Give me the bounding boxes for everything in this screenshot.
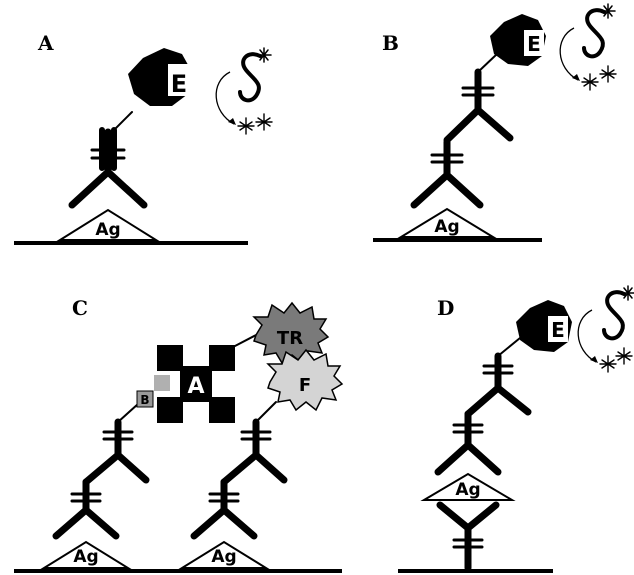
- texas-red-marker: [252, 301, 330, 365]
- primary-antibody: [410, 138, 484, 209]
- panel-letter-c: C: [72, 296, 88, 320]
- avidin-label: A: [187, 374, 204, 399]
- antigen-triangle: [56, 208, 160, 241]
- enzyme: [516, 300, 572, 352]
- biotin-box: [136, 390, 154, 408]
- antigen-triangle: [397, 207, 497, 238]
- antigen-label-right: Ag: [211, 547, 236, 567]
- secondary-antibody: [464, 337, 532, 418]
- biotin-binding-site: [154, 375, 170, 391]
- texas-red-linker: [234, 333, 259, 347]
- secondary-antibody-left: [82, 403, 150, 486]
- avidin-complex: [157, 345, 235, 423]
- panel-letter-d: D: [437, 296, 454, 320]
- secondary-antibody-right: [220, 401, 288, 486]
- antigen-label: Ag: [434, 217, 459, 237]
- substrate-reaction: [215, 47, 273, 135]
- panel-letter-b: B: [382, 31, 399, 55]
- biotin-label: B: [140, 393, 149, 407]
- panel-c: C Ag Ag B: [14, 296, 344, 573]
- substrate-reaction: [559, 3, 617, 91]
- primary-antibody-right: [190, 478, 258, 540]
- texas-red-label: TR: [277, 328, 303, 349]
- fluorescein-label: F: [299, 375, 311, 396]
- enzyme: [128, 48, 192, 106]
- panel-a: A Ag E: [14, 31, 273, 245]
- antigen-label: Ag: [455, 480, 480, 500]
- enzyme-label: E: [171, 70, 187, 98]
- antigen-triangle-left: [40, 540, 132, 569]
- enzyme-label: E: [551, 318, 565, 342]
- enzyme: [490, 14, 546, 66]
- panel-b: B Ag E: [373, 3, 617, 242]
- capture-antibody: [436, 501, 500, 572]
- antigen-triangle: [420, 472, 516, 501]
- antigen-label: Ag: [95, 220, 120, 240]
- panel-letter-a: A: [37, 31, 54, 55]
- secondary-antibody: [443, 53, 514, 144]
- panel-d: D Ag E: [398, 285, 634, 573]
- fluorescein-marker: [266, 348, 344, 412]
- primary-antibody-left: [52, 478, 120, 540]
- antigen-label-left: Ag: [73, 547, 98, 567]
- detection-antibody: [434, 410, 502, 476]
- enzyme-label: E: [527, 32, 541, 56]
- substrate-reaction: [577, 285, 634, 373]
- antigen-triangle-right: [178, 540, 270, 569]
- primary-antibody: [68, 111, 148, 209]
